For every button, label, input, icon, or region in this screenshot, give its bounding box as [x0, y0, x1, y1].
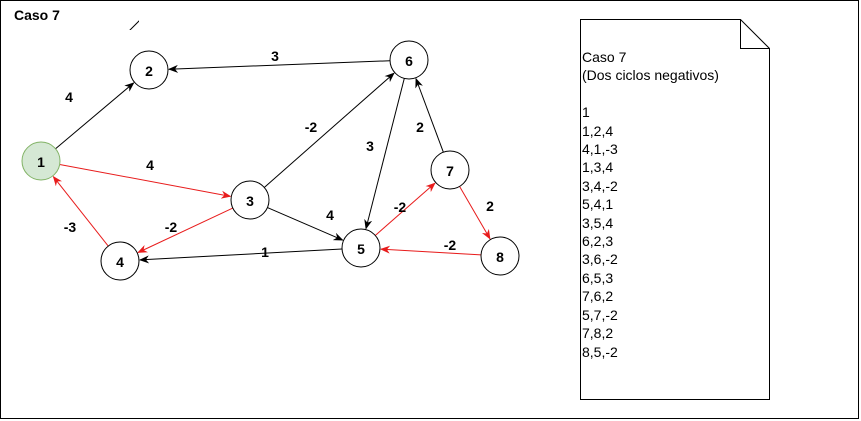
edge-weight-1-3: 4 — [146, 157, 154, 173]
note-line: 3,4,-2 — [582, 177, 618, 194]
node-label-8: 8 — [496, 249, 504, 265]
note-card — [580, 19, 770, 400]
edge-3-6 — [263, 72, 395, 188]
edge-7-6 — [415, 77, 444, 153]
node-circle-1 — [21, 141, 61, 181]
node-circle-2 — [129, 50, 169, 90]
node-6: 6 — [389, 40, 429, 80]
edge-3-4 — [137, 207, 234, 253]
container-title-tab — [0, 0, 139, 30]
note-line: 3,5,4 — [582, 214, 614, 231]
note-line: 6,5,3 — [582, 269, 614, 286]
node-label-4: 4 — [116, 254, 124, 270]
node-label-2: 2 — [145, 63, 153, 79]
note-line: 3,6,-2 — [582, 251, 618, 268]
node-1: 1 — [21, 141, 61, 181]
edge-weight-4-1: -3 — [64, 219, 77, 235]
note-line: Caso 7 — [582, 49, 627, 65]
edge-6-5 — [364, 78, 405, 230]
node-circle-5 — [341, 228, 381, 268]
node-5: 5 — [341, 228, 381, 268]
edge-1-3 — [59, 163, 232, 199]
edge-weight-3-4: -2 — [165, 219, 178, 235]
note-line: 6,2,3 — [582, 233, 614, 250]
note-line: 1,3,4 — [582, 159, 614, 176]
note-line: 7,8,2 — [582, 325, 614, 342]
edge-8-5 — [379, 245, 482, 256]
note-line: 1 — [582, 104, 590, 121]
node-circle-6 — [389, 40, 429, 80]
edge-weight-3-5: 4 — [326, 207, 334, 223]
node-3: 3 — [230, 180, 270, 220]
node-label-1: 1 — [37, 154, 45, 170]
node-label-3: 3 — [246, 193, 254, 209]
edge-weight-7-8: 2 — [486, 198, 494, 214]
edge-weight-5-7: -2 — [394, 199, 407, 215]
node-circle-3 — [230, 180, 270, 220]
note-line: 5,7,-2 — [582, 306, 618, 323]
edge-weight-7-6: 2 — [416, 119, 424, 135]
container-title: Caso 7 — [14, 7, 60, 23]
edge-weight-5-4: 1 — [261, 244, 269, 260]
node-circle-7 — [430, 150, 470, 190]
note-line: 8,5,-2 — [582, 343, 618, 360]
edge-6-2 — [167, 60, 391, 73]
edge-7-8 — [459, 186, 491, 240]
edge-5-7 — [374, 182, 436, 236]
node-label-5: 5 — [357, 241, 365, 257]
node-4: 4 — [100, 241, 140, 281]
node-circle-8 — [480, 236, 520, 276]
edge-weight-6-5: 3 — [366, 138, 374, 154]
note-line: 7,6,2 — [582, 288, 614, 305]
node-circle-4 — [100, 241, 140, 281]
edge-weight-1-2: 4 — [65, 89, 73, 105]
node-7: 7 — [430, 150, 470, 190]
node-8: 8 — [480, 236, 520, 276]
edge-1-2 — [55, 82, 135, 150]
edge-5-4 — [138, 248, 343, 264]
note-line: 5,4,1 — [582, 196, 614, 213]
note-line — [582, 85, 719, 103]
edge-weight-6-2: 3 — [271, 48, 279, 64]
node-label-6: 6 — [405, 53, 413, 69]
note-line: 1,2,4 — [582, 122, 614, 139]
edge-4-1 — [52, 175, 109, 247]
node-label-7: 7 — [446, 163, 454, 179]
edge-weight-8-5: -2 — [444, 237, 457, 253]
node-2: 2 — [129, 50, 169, 90]
note-line: (Dos ciclos negativos) — [582, 67, 719, 84]
note-line: 4,1,-3 — [582, 141, 618, 158]
edge-weight-3-6: -2 — [305, 119, 318, 135]
edge-3-5 — [267, 207, 344, 241]
